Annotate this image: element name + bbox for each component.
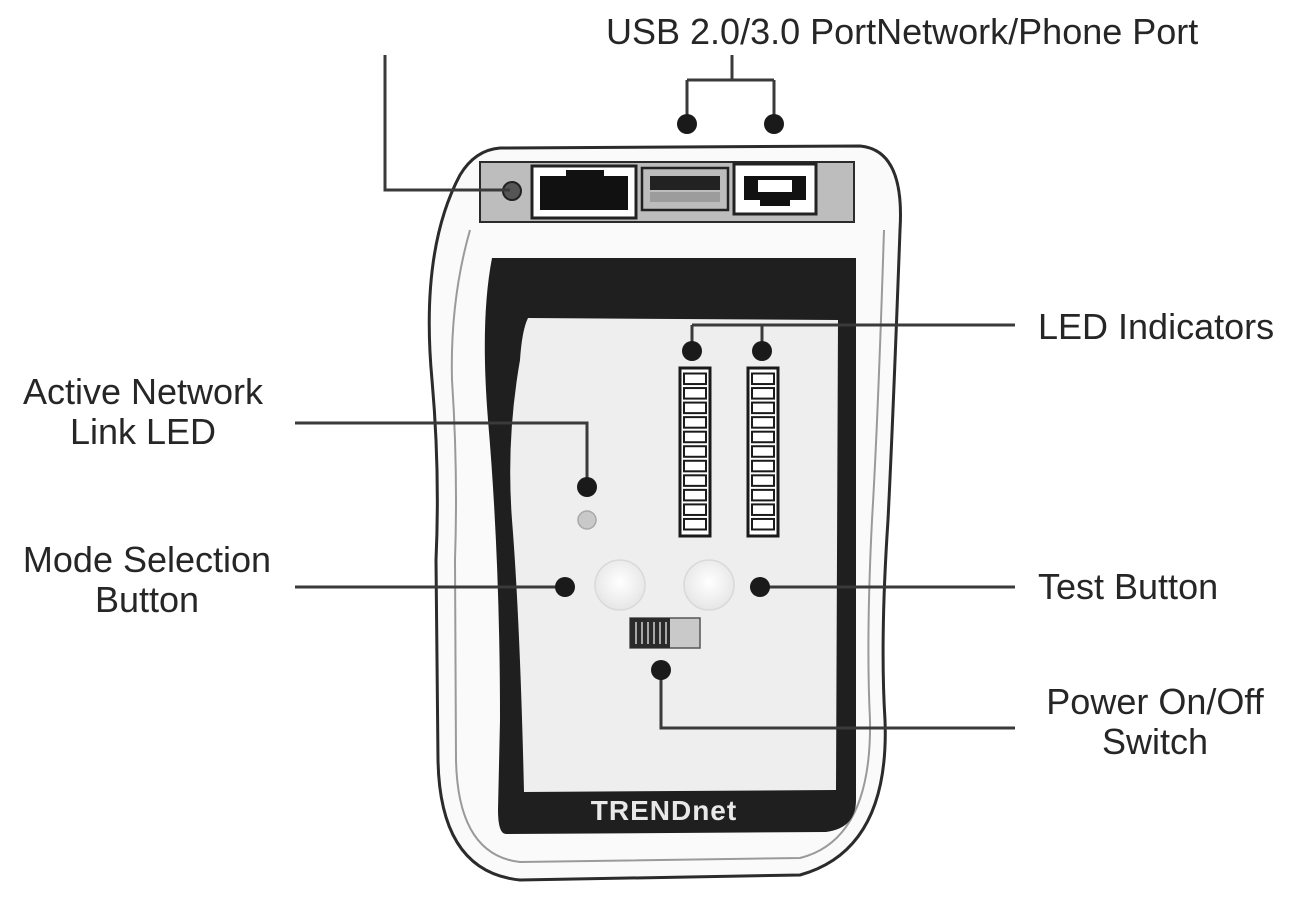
active-link-led <box>577 510 597 530</box>
label-mode-button-line1: Mode Selection <box>22 539 272 580</box>
led-segment <box>751 459 775 473</box>
callout-dot-mode <box>555 577 575 597</box>
led-segment <box>683 474 707 487</box>
label-active-link-led-line1: Active Network <box>22 371 264 412</box>
brand-logo: TRENDnet <box>591 795 737 826</box>
network-port <box>530 164 638 220</box>
led-segment <box>751 503 775 516</box>
callout-dot-phone <box>764 114 784 134</box>
led-segment <box>683 416 707 429</box>
led-segment <box>751 401 775 415</box>
callout-dot-active-link <box>577 477 597 497</box>
led-segment <box>683 517 707 531</box>
callout-line-left-port <box>383 55 510 192</box>
label-mode-button: Mode Selection Button <box>6 540 288 620</box>
device-body-inner-edge <box>450 229 885 864</box>
test-button[interactable] <box>683 559 735 611</box>
callout-line-active-link <box>295 421 589 487</box>
led-segment <box>683 488 707 502</box>
led-bar-left <box>678 366 712 538</box>
led-bar-right <box>746 366 780 538</box>
led-segment <box>751 430 775 444</box>
led-segment <box>751 445 775 458</box>
label-power-switch-line1: Power On/Off <box>1046 681 1264 722</box>
led-segment <box>683 387 707 400</box>
label-active-link-led-line2: Link LED <box>69 411 217 452</box>
mode-selection-button[interactable] <box>594 559 646 611</box>
phone-port <box>732 162 818 216</box>
callout-dot-usb <box>677 114 697 134</box>
label-power-switch: Power On/Off Switch <box>1030 682 1280 762</box>
led-segment <box>751 517 775 531</box>
callout-dot-led-left <box>682 341 702 361</box>
led-segment <box>683 459 707 473</box>
led-segment <box>683 401 707 415</box>
led-segment <box>751 387 775 400</box>
callout-dot-led-right <box>752 341 772 361</box>
callout-dot-test <box>750 577 770 597</box>
led-segment <box>683 503 707 516</box>
callout-dots <box>555 114 784 680</box>
power-switch[interactable] <box>629 617 701 649</box>
callout-dot-power <box>651 660 671 680</box>
face-panel <box>510 318 838 792</box>
led-segment <box>751 488 775 502</box>
callout-lines <box>295 55 1015 730</box>
led-segment <box>683 445 707 458</box>
label-test-button: Test Button <box>1038 566 1219 607</box>
label-mode-button-line2: Button <box>94 579 200 620</box>
led-segment <box>751 372 775 386</box>
label-power-switch-line2: Switch <box>1101 721 1209 762</box>
label-top-ports: USB 2.0/3.0 PortNetwork/Phone Port <box>606 11 1199 52</box>
label-led-indicators: LED Indicators <box>1038 306 1275 347</box>
callout-line-top-ports <box>685 55 776 124</box>
label-active-link-led: Active Network Link LED <box>8 372 278 452</box>
led-segment <box>751 474 775 487</box>
callout-line-power-switch <box>659 670 1015 730</box>
usb-port <box>640 166 730 212</box>
led-segment <box>683 430 707 444</box>
led-segment <box>751 416 775 429</box>
led-segment <box>683 372 707 386</box>
